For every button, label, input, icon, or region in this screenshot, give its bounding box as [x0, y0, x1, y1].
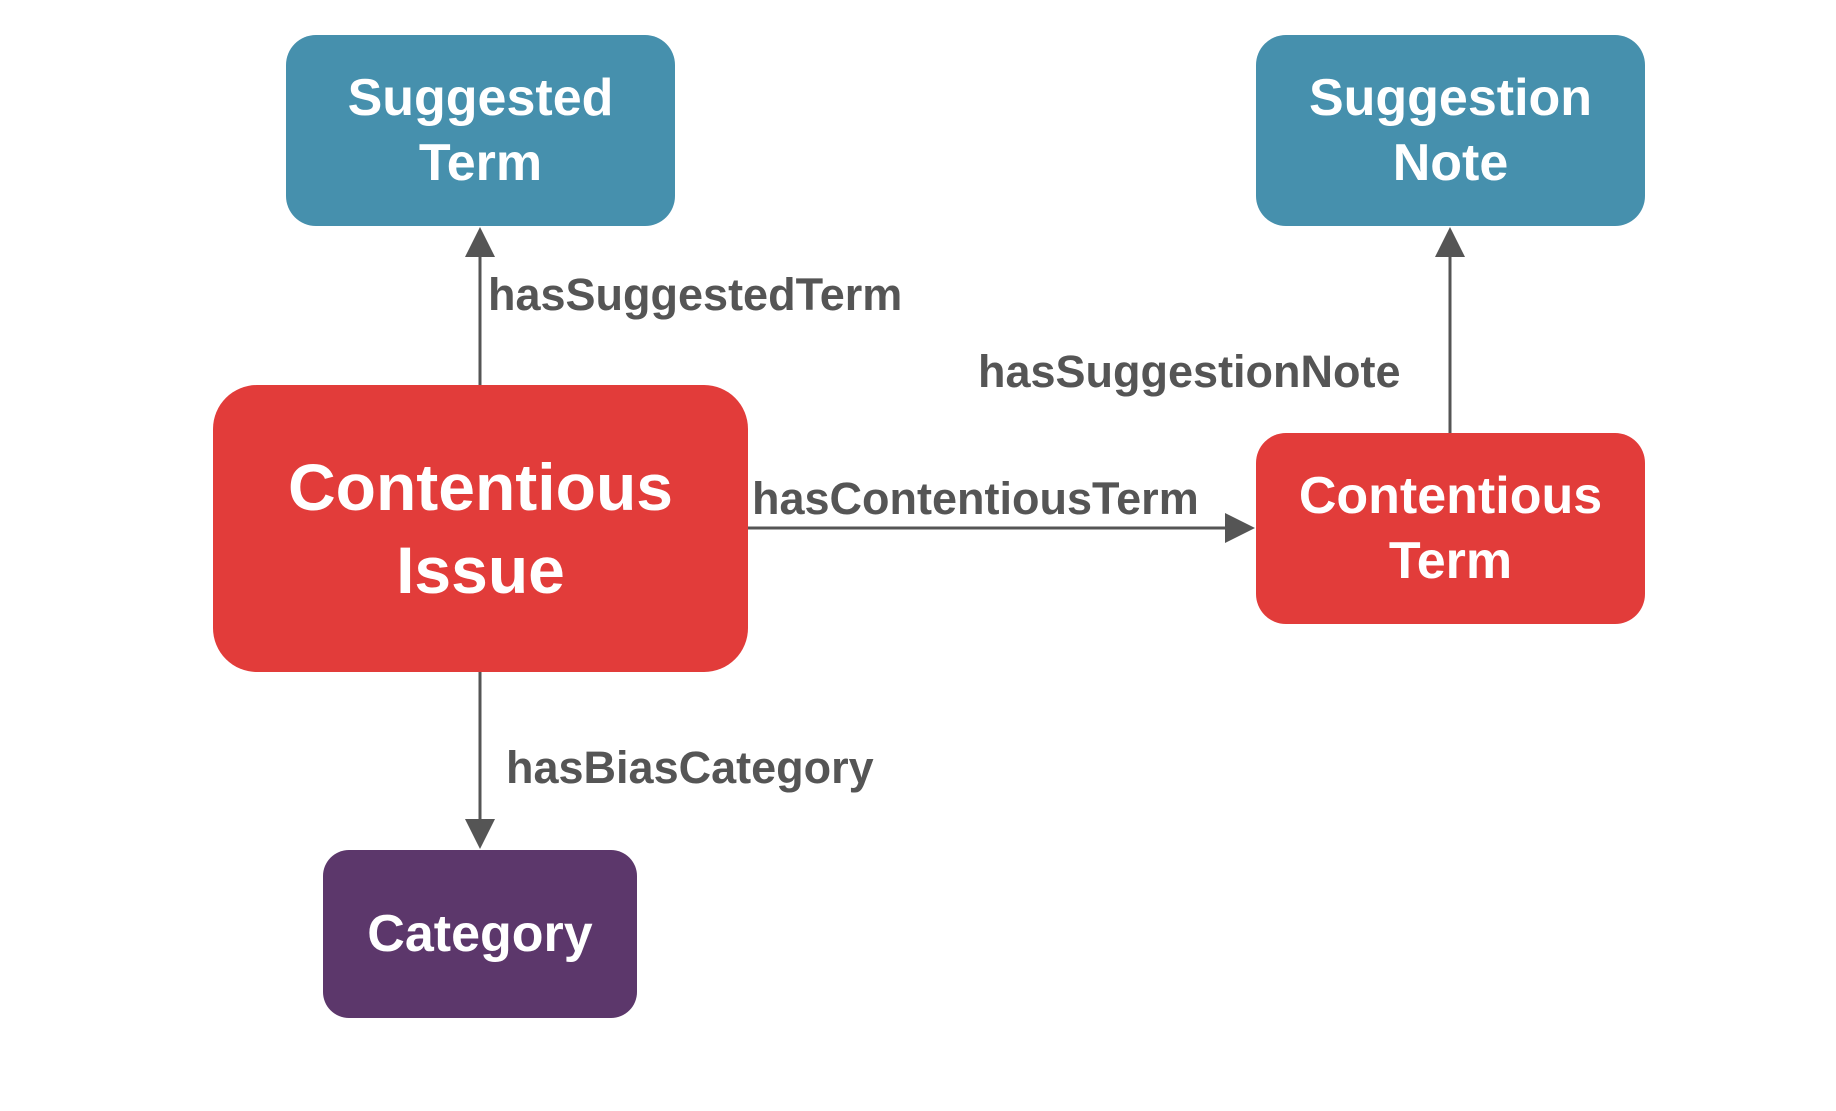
node-contentious-issue: Contentious Issue [213, 385, 748, 672]
node-category: Category [323, 850, 637, 1018]
node-suggested-term: Suggested Term [286, 35, 675, 226]
node-suggestion-note-label: Suggestion Note [1308, 68, 1593, 192]
node-suggestion-note: Suggestion Note [1256, 35, 1645, 226]
node-contentious-term: Contentious Term [1256, 433, 1645, 624]
node-contentious-term-label: Contentious Term [1298, 466, 1603, 590]
edge-label-has-bias-category: hasBiasCategory [506, 742, 874, 793]
node-category-label: Category [367, 904, 593, 963]
node-suggested-term-label: Suggested Term [347, 68, 614, 192]
edge-label-has-contentious-term: hasContentiousTerm [752, 473, 1199, 524]
edge-label-has-suggestion-note: hasSuggestionNote [978, 346, 1401, 397]
node-contentious-issue-label: Contentious Issue [288, 450, 673, 607]
edge-label-has-suggested-term: hasSuggestedTerm [488, 269, 903, 320]
